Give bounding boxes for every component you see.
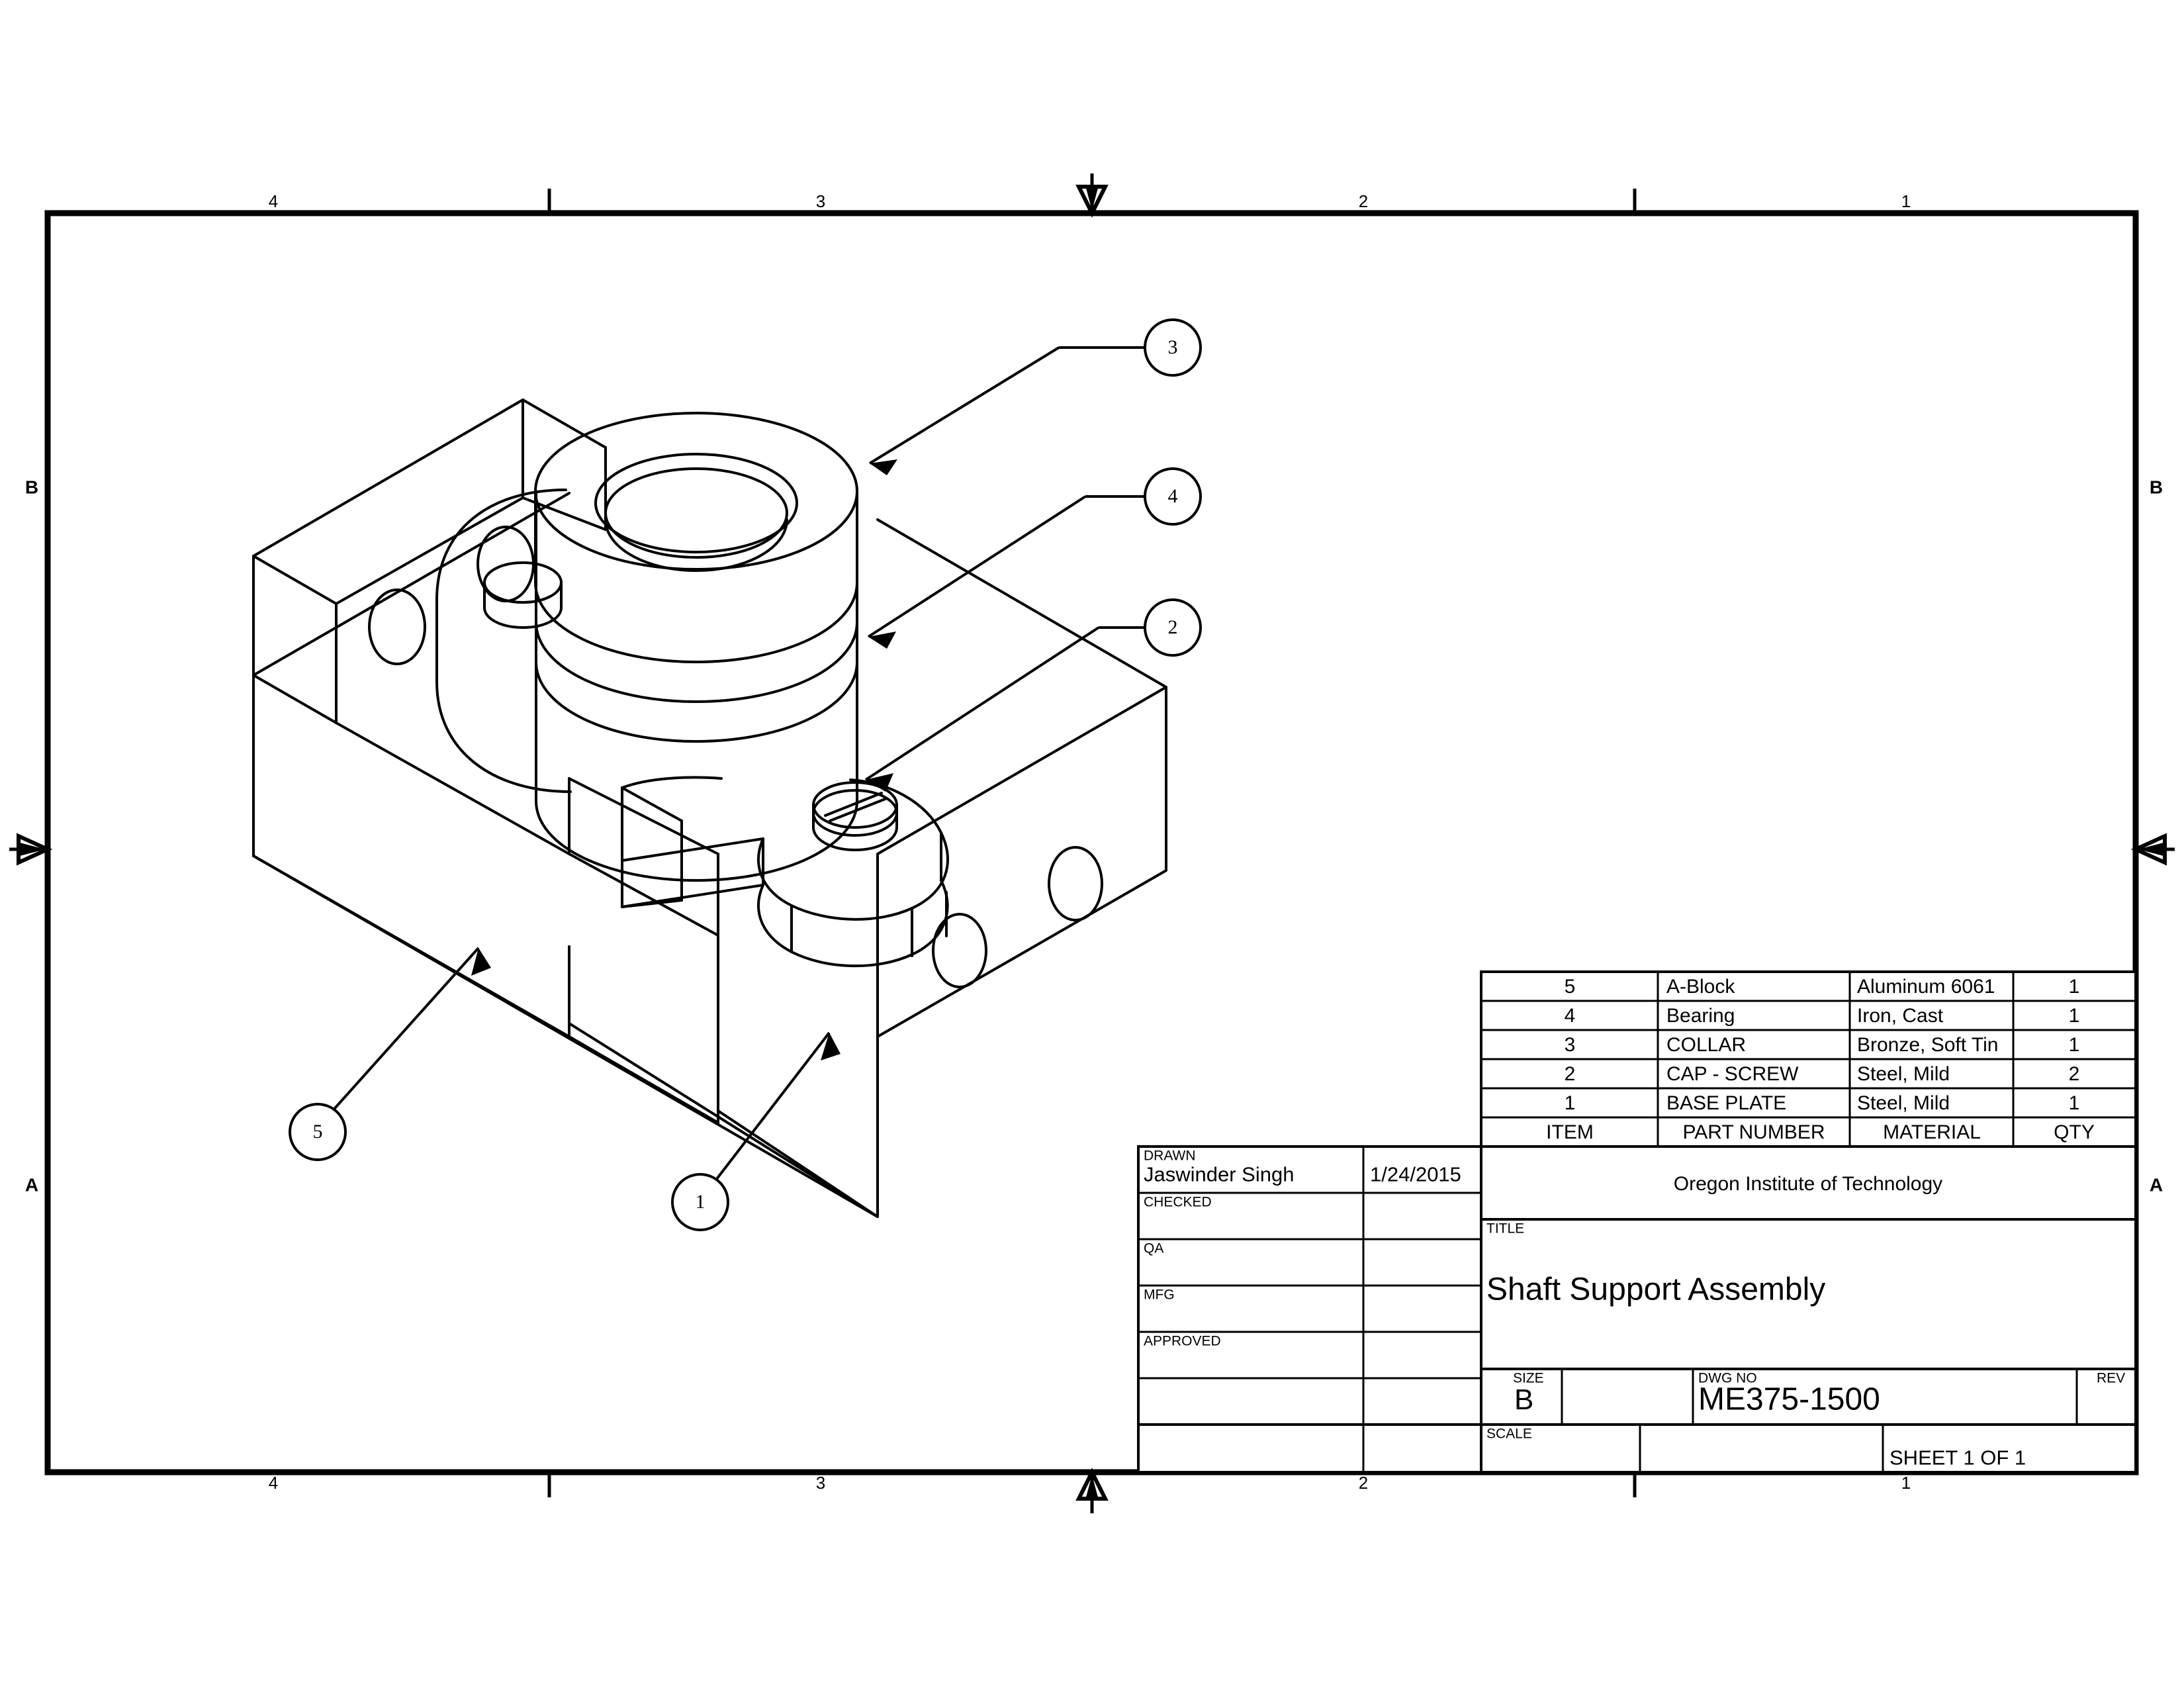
balloon-2-label: 2	[1168, 616, 1178, 638]
rev-label: REV	[2097, 1370, 2125, 1385]
zone-markers-left: B A	[9, 477, 53, 1195]
bom-qty: 1	[2069, 1034, 2080, 1056]
bom-part: BASE PLATE	[1666, 1092, 1786, 1114]
size-label: SIZE	[1513, 1370, 1544, 1385]
bom-qty: 2	[2069, 1063, 2080, 1085]
bom-qty: 1	[2069, 976, 2080, 998]
zone-left-a: A	[25, 1174, 38, 1195]
bom-qty: 1	[2069, 1005, 2080, 1027]
cap-screw-part	[812, 781, 898, 851]
title-label: TITLE	[1486, 1221, 1524, 1236]
mfg-label: MFG	[1144, 1287, 1175, 1302]
balloon-2[interactable]: 2	[864, 598, 1202, 792]
base-plate-hole-left	[932, 913, 987, 988]
bearing-flange-part	[535, 490, 950, 968]
balloon-4[interactable]: 4	[867, 467, 1202, 649]
drawn-date[interactable]: 1/24/2015	[1370, 1162, 1461, 1186]
zone-right-a: A	[2150, 1174, 2163, 1195]
dwgno-value[interactable]: ME375-1500	[1698, 1382, 1880, 1417]
balloon-3[interactable]: 3	[868, 318, 1202, 475]
isometric-assembly-view	[252, 399, 1167, 1218]
collar-bore-chamfer-ellipse	[604, 467, 788, 559]
bom-row: 3 COLLAR Bronze, Soft Tin 1	[1565, 1034, 2080, 1056]
bom-part: COLLAR	[1666, 1034, 1746, 1056]
bom-header-material: MATERIAL	[1883, 1121, 1981, 1143]
bom-material: Bronze, Soft Tin	[1857, 1034, 1998, 1056]
zone-right-b: B	[2150, 477, 2163, 497]
bom-row: 1 BASE PLATE Steel, Mild 1	[1565, 1092, 2080, 1114]
zone-left-b: B	[25, 477, 38, 497]
scale-label: SCALE	[1486, 1426, 1532, 1441]
bom-part: CAP - SCREW	[1666, 1063, 1799, 1085]
center-mark-right-icon	[2130, 833, 2175, 866]
cap-screw-head-bottom-arc	[812, 789, 898, 837]
balloon-1[interactable]: 1	[671, 1031, 841, 1231]
zone-bottom-3: 3	[816, 1473, 825, 1493]
sheet-number: SHEET 1 OF 1	[1889, 1446, 2026, 1469]
bom-material: Steel, Mild	[1857, 1092, 1950, 1114]
bom-qty: 1	[2069, 1092, 2080, 1114]
zone-markers-right: B A	[2130, 477, 2175, 1195]
bom-item: 4	[1565, 1005, 1576, 1027]
balloon-5-label: 5	[313, 1121, 323, 1143]
zone-markers-top: 4 3 2 1	[269, 173, 1911, 218]
center-mark-bottom-icon	[1075, 1468, 1109, 1513]
collar-outer-top-ellipse	[534, 412, 858, 571]
balloon-5[interactable]: 5	[289, 947, 491, 1161]
organization-name: Oregon Institute of Technology	[1674, 1173, 1942, 1195]
approved-label: APPROVED	[1144, 1333, 1221, 1348]
bom-item: 5	[1565, 976, 1576, 998]
zone-top-3: 3	[816, 191, 825, 211]
bom-header-item: ITEM	[1546, 1121, 1594, 1143]
zone-markers-bottom: 4 3 2 1	[269, 1468, 1911, 1513]
bom-material: Iron, Cast	[1857, 1005, 1944, 1027]
zone-bottom-4: 4	[269, 1473, 278, 1493]
bom-item: 3	[1565, 1034, 1576, 1056]
drawn-label: DRAWN	[1144, 1148, 1196, 1163]
balloon-callouts: 3 4 2 5 1	[289, 318, 1202, 1231]
bom-header-part: PART NUMBER	[1682, 1121, 1825, 1143]
a-block-recess	[483, 561, 563, 629]
bom-row: 4 Bearing Iron, Cast 1	[1565, 1005, 2080, 1027]
bom-row: 2 CAP - SCREW Steel, Mild 2	[1565, 1063, 2080, 1085]
zone-top-1: 1	[1901, 191, 1911, 211]
title-block-right-panel: Oregon Institute of Technology TITLE Sha…	[1138, 1173, 2136, 1472]
a-block-part	[252, 399, 719, 937]
base-plate-part	[252, 492, 1167, 1218]
dwgno-label: DWG NO	[1698, 1370, 1757, 1385]
drawing-title[interactable]: Shaft Support Assembly	[1486, 1272, 1825, 1307]
collar-part	[534, 412, 858, 663]
bom-part: A-Block	[1666, 976, 1735, 998]
zone-top-4: 4	[269, 191, 278, 211]
size-value[interactable]: B	[1514, 1383, 1533, 1416]
checked-label: CHECKED	[1144, 1194, 1212, 1209]
bom-row: 5 A-Block Aluminum 6061 1	[1565, 976, 2080, 998]
title-block: DRAWN Jaswinder Singh 1/24/2015 CHECKED …	[1137, 1145, 2137, 1474]
zone-top-2: 2	[1359, 191, 1368, 211]
balloon-4-label: 4	[1168, 485, 1178, 507]
bom-table: 5 A-Block Aluminum 6061 1 4 Bearing Iron…	[1480, 970, 2137, 1149]
bom-part: Bearing	[1666, 1005, 1735, 1027]
center-mark-top-icon	[1075, 173, 1109, 218]
balloon-1-label: 1	[696, 1191, 705, 1213]
center-mark-left-icon	[9, 833, 53, 866]
base-plate-hole-right	[1048, 846, 1103, 921]
bom-header-qty: QTY	[2054, 1121, 2095, 1143]
zone-bottom-2: 2	[1359, 1473, 1368, 1493]
balloon-3-label: 3	[1168, 336, 1178, 358]
bom-material: Steel, Mild	[1857, 1063, 1950, 1085]
a-block-hole-left	[368, 588, 426, 665]
zone-bottom-1: 1	[1901, 1473, 1911, 1493]
collar-bore-top-ellipse	[594, 453, 798, 553]
qa-label: QA	[1144, 1241, 1163, 1256]
bom-header-row: ITEM PART NUMBER MATERIAL QTY	[1546, 1121, 2095, 1143]
bom-item: 1	[1565, 1092, 1576, 1114]
bom-material: Aluminum 6061	[1857, 976, 1995, 998]
drawn-name[interactable]: Jaswinder Singh	[1144, 1162, 1294, 1186]
bom-item: 2	[1565, 1063, 1576, 1085]
